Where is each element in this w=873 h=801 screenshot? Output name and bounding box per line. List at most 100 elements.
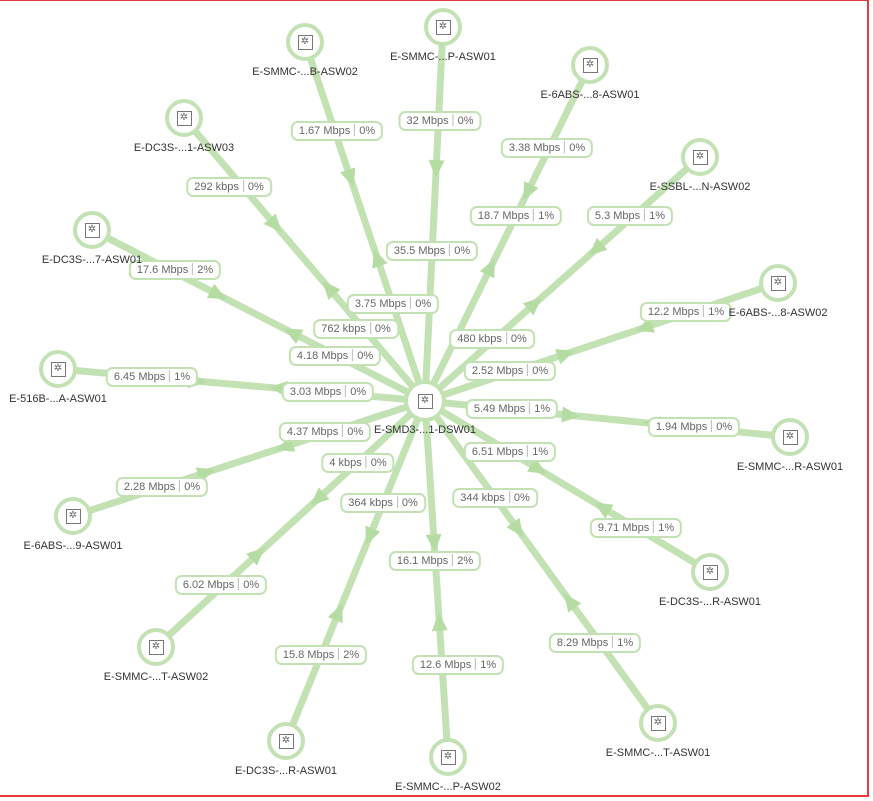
node-name: E-SMMC-...B-ASW02: [252, 66, 358, 78]
link-line[interactable]: [423, 397, 712, 576]
switch-node[interactable]: ✲: [771, 418, 809, 456]
utilization-text: 0%: [357, 350, 374, 362]
divider: [452, 114, 454, 126]
switch-icon: ✲: [650, 715, 666, 731]
link-line[interactable]: [282, 399, 429, 743]
divider: [711, 420, 713, 432]
utilization-text: 1%: [649, 210, 666, 222]
divider: [352, 349, 354, 361]
rate-text: 3.03 Mbps: [289, 386, 342, 398]
switch-node[interactable]: ✲: [681, 138, 719, 176]
switch-node[interactable]: ✲: [73, 211, 111, 249]
rate-text: 5.49 Mbps: [473, 403, 526, 415]
link-line[interactable]: [421, 400, 452, 758]
utilization-text: 0%: [510, 333, 527, 345]
link-label-inner[interactable]: 35.5 Mbps 0%: [385, 241, 479, 261]
rate-text: 18.7 Mbps: [477, 210, 530, 222]
arrow-inbound-icon: [340, 167, 356, 187]
switch-node[interactable]: ✲: [267, 722, 305, 760]
switch-node[interactable]: ✲: [39, 350, 77, 388]
divider: [338, 648, 340, 660]
divider: [508, 491, 510, 503]
rate-text: 4 kbps: [329, 457, 362, 469]
utilization-text: 0%: [347, 426, 364, 438]
arrow-outbound-icon: [283, 328, 304, 344]
link-label-inner[interactable]: 3.75 Mbps 0%: [346, 294, 440, 314]
switch-icon: ✲: [440, 749, 456, 765]
switch-node[interactable]: ✲: [137, 628, 175, 666]
node-name: E-DC3S-...R-ASW01: [234, 765, 338, 777]
link-line[interactable]: [181, 115, 428, 404]
link-line[interactable]: [153, 398, 428, 650]
switch-node[interactable]: ✲: [424, 8, 462, 46]
utilization-text: 0%: [532, 365, 549, 377]
utilization-text: 0%: [454, 245, 471, 257]
node-name: E-6ABS-...9-ASW01: [23, 540, 123, 552]
node-name: E-SMD3-...1-DSW01: [373, 424, 477, 436]
utilization-text: 0%: [415, 298, 432, 310]
divider: [452, 554, 454, 566]
utilization-text: 1%: [708, 306, 725, 318]
link-line[interactable]: [301, 40, 429, 403]
switch-node[interactable]: ✲: [691, 553, 729, 591]
rate-text: 1.94 Mbps: [655, 421, 708, 433]
divider: [527, 364, 529, 376]
switch-node[interactable]: ✲: [639, 704, 677, 742]
utilization-text: 2%: [457, 555, 474, 567]
link-line[interactable]: [422, 154, 703, 404]
divider: [345, 385, 347, 397]
divider: [533, 209, 535, 221]
switch-node[interactable]: ✲: [404, 380, 446, 422]
node-name: E-SMMC-...T-ASW01: [605, 747, 711, 759]
rate-text: 3.75 Mbps: [354, 298, 407, 310]
link-label-inner[interactable]: 480 kbps 0%: [449, 329, 535, 349]
link-line[interactable]: [422, 398, 661, 726]
switch-node[interactable]: ✲: [571, 46, 609, 84]
arrow-outbound-icon: [506, 517, 524, 538]
switch-icon: ✲: [84, 222, 100, 238]
switch-icon: ✲: [702, 564, 718, 580]
switch-node[interactable]: ✲: [54, 497, 92, 535]
arrow-outbound-icon: [522, 297, 542, 316]
rate-text: 480 kbps: [457, 333, 502, 345]
link-line[interactable]: [421, 26, 447, 402]
arrow-outbound-icon: [561, 406, 580, 423]
switch-node[interactable]: ✲: [165, 99, 203, 137]
link-line[interactable]: [90, 226, 427, 405]
switch-node[interactable]: ✲: [286, 23, 324, 61]
switch-node[interactable]: ✲: [429, 738, 467, 776]
divider: [169, 370, 171, 382]
divider: [238, 578, 240, 590]
rate-text: 35.5 Mbps: [393, 245, 446, 257]
switch-node[interactable]: ✲: [759, 264, 797, 302]
arrow-outbound-icon: [479, 258, 495, 279]
switch-icon: ✲: [65, 508, 81, 524]
